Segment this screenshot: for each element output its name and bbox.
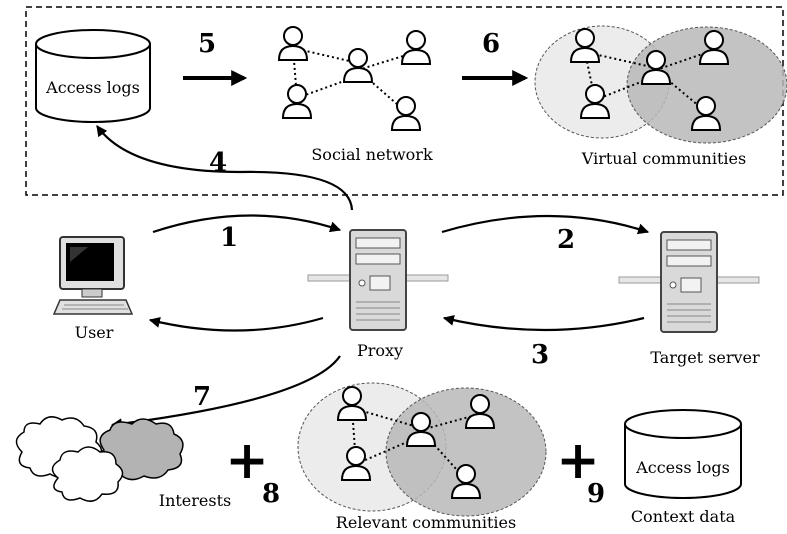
target-server-icon: [618, 231, 760, 333]
interests-label: Interests: [159, 491, 232, 510]
arrow-2: [441, 214, 650, 235]
person-icon: [401, 30, 431, 65]
access-logs-top-label: Access logs: [45, 78, 140, 97]
access-logs-database-bottom: Access logs: [624, 409, 742, 499]
plus-operator-right: +: [556, 430, 600, 491]
step-9: 9: [587, 479, 605, 509]
target-server-label: Target server: [650, 348, 760, 367]
person-icon: [391, 96, 421, 131]
plus-operator-left: +: [225, 430, 269, 491]
step-2: 2: [557, 225, 575, 255]
step-7: 7: [193, 382, 211, 412]
proxy-server-icon: [307, 229, 449, 331]
arrow-1: [152, 214, 342, 234]
person-icon: [278, 26, 308, 61]
context-data-label: Context data: [631, 507, 736, 526]
step-5: 5: [198, 29, 216, 59]
arrow-3: [442, 314, 645, 332]
arrow-proxy-to-user: [148, 316, 324, 332]
arrow-7: [110, 355, 341, 430]
interests-clouds: [15, 416, 184, 502]
social-network-label: Social network: [311, 145, 433, 164]
computer-icon: [52, 236, 134, 315]
arrow-4: [96, 125, 354, 211]
step-8: 8: [262, 479, 280, 509]
proxy-label: Proxy: [357, 341, 403, 360]
user-label: User: [75, 323, 114, 342]
step-1: 1: [220, 223, 238, 253]
person-icon: [343, 48, 373, 83]
relevant-communities-label: Relevant communities: [336, 513, 516, 532]
social-network-graph: [278, 26, 431, 131]
relevant-communities-diagram: [297, 382, 547, 517]
person-icon: [282, 84, 312, 119]
access-logs-database-top: Access logs: [35, 29, 151, 123]
step-3: 3: [531, 340, 549, 370]
step-6: 6: [482, 29, 500, 59]
virtual-communities-diagram: [534, 25, 787, 144]
virtual-communities-label: Virtual communities: [581, 149, 746, 168]
step-4: 4: [209, 148, 227, 178]
access-logs-bottom-label: Access logs: [635, 458, 730, 477]
